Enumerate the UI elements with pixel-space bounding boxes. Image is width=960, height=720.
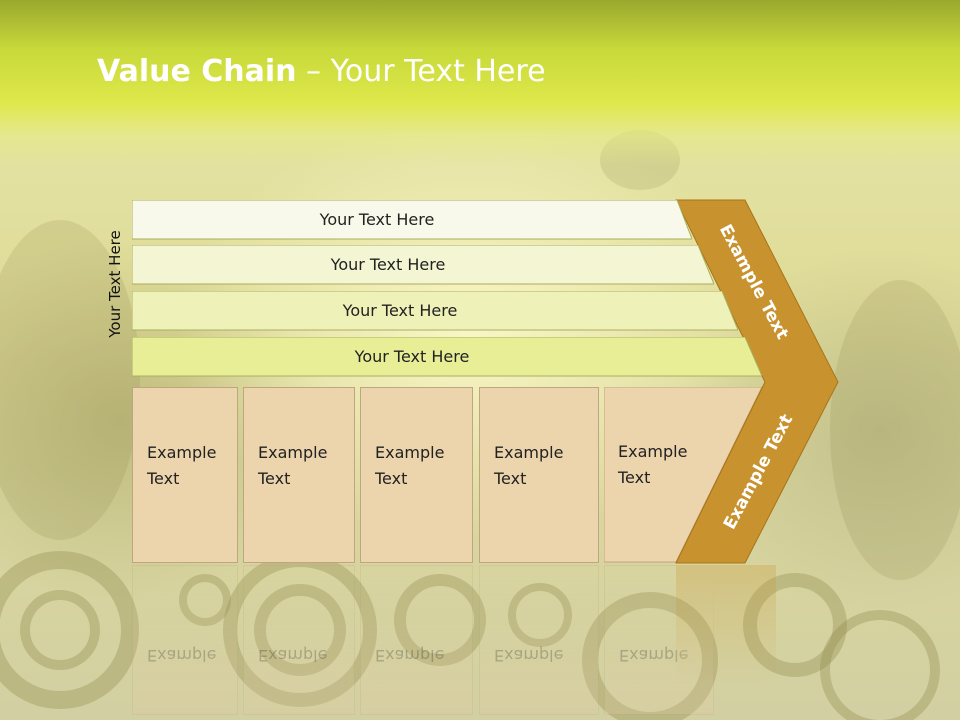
box-1-line2: Text xyxy=(147,469,180,488)
row-2[interactable]: Your Text Here xyxy=(132,245,714,285)
box-3[interactable]: Example Text xyxy=(360,387,473,563)
row-4[interactable]: Your Text Here xyxy=(132,337,762,377)
box-3-line2: Text xyxy=(375,469,408,488)
box-3-line1: Example xyxy=(375,443,445,462)
box-5-line2: Text xyxy=(618,468,651,487)
row-4-shape xyxy=(132,337,762,377)
box-4-line1: Example xyxy=(494,443,564,462)
page-title: Value Chain – Your Text Here xyxy=(97,54,546,94)
row-2-label: Your Text Here xyxy=(330,254,446,274)
box-2-line1: Example xyxy=(258,443,328,462)
box-4-line2: Text xyxy=(494,469,527,488)
row-1-label: Your Text Here xyxy=(319,209,435,229)
box-5[interactable]: Example Text xyxy=(604,387,744,563)
box-4[interactable]: Example Text xyxy=(479,387,599,563)
header-band xyxy=(0,0,960,165)
row-2-shape xyxy=(132,245,714,285)
row-3-shape xyxy=(132,291,738,331)
title-bold: Value Chain xyxy=(97,54,297,89)
title-rest: – Your Text Here xyxy=(296,54,546,89)
box-1-line1: Example xyxy=(147,443,217,462)
box-5-line1: Example xyxy=(618,442,688,461)
box-2[interactable]: Example Text xyxy=(243,387,355,563)
box-1[interactable]: Example Text xyxy=(132,387,238,563)
row-3[interactable]: Your Text Here xyxy=(132,291,738,331)
row-4-label: Your Text Here xyxy=(354,346,470,366)
row-1-shape xyxy=(132,200,692,240)
box-2-line2: Text xyxy=(258,469,291,488)
row-1[interactable]: Your Text Here xyxy=(132,200,692,240)
row-3-label: Your Text Here xyxy=(342,300,458,320)
